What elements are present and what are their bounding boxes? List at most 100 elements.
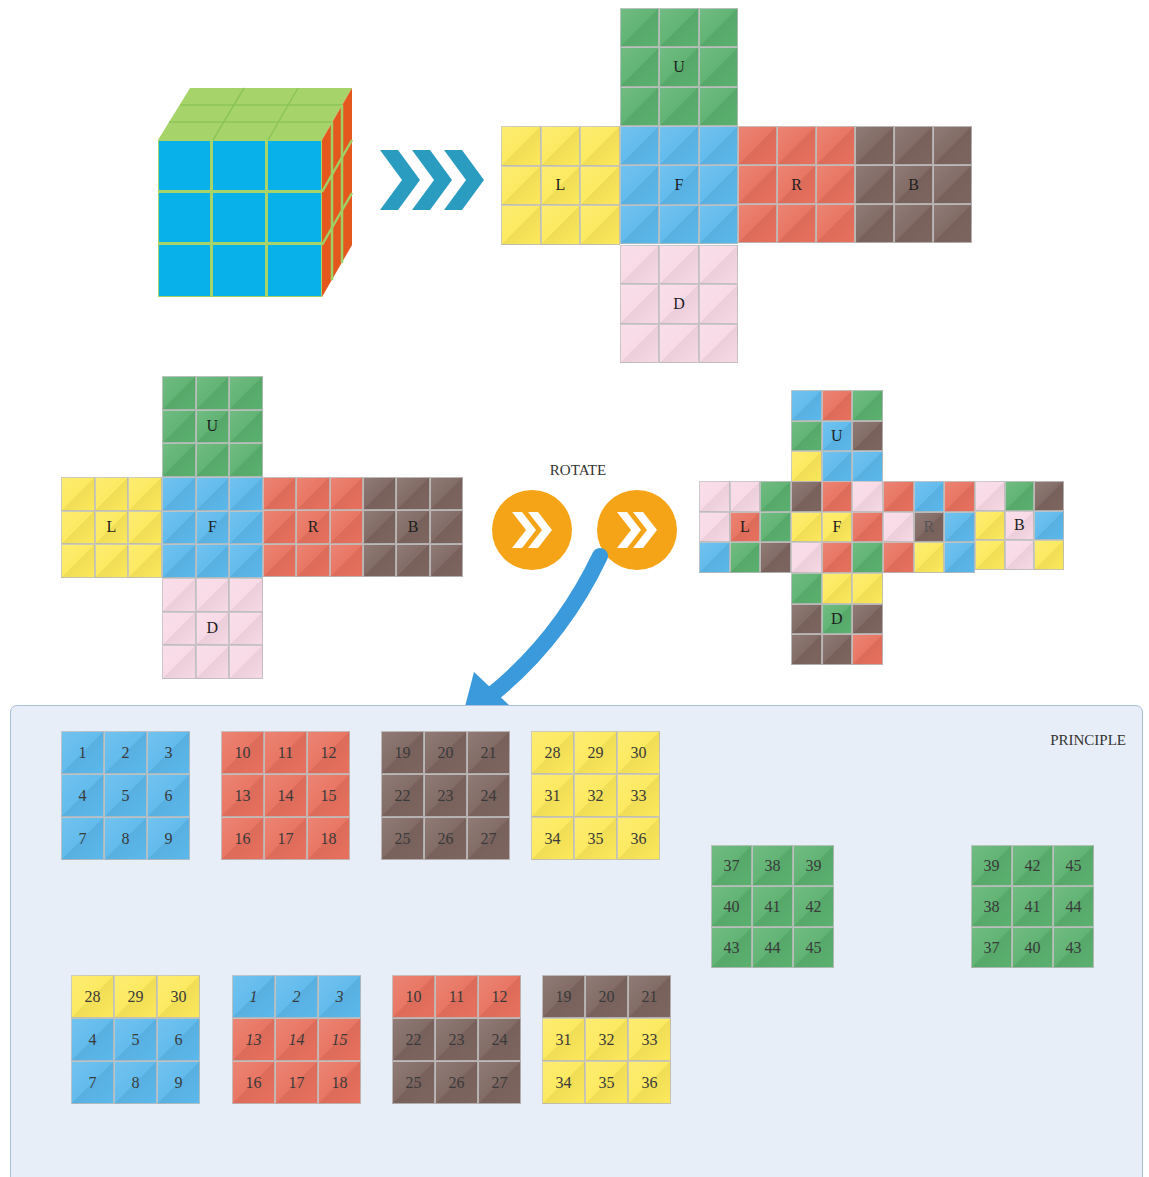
face-cell (61, 544, 95, 578)
cell-shade (914, 542, 945, 573)
face-cell: 36 (628, 1061, 671, 1104)
cell-shade (852, 512, 883, 543)
cell-shade (699, 8, 738, 47)
cell-shade (659, 205, 698, 244)
cell-shade (296, 544, 329, 577)
cell-number: 3 (318, 975, 361, 1018)
face-cell: 40 (1012, 927, 1053, 968)
face-cell: 42 (1012, 845, 1053, 886)
face-cell (1034, 481, 1064, 511)
face-cell (883, 512, 914, 543)
face-cell: 20 (424, 731, 467, 774)
face-cell (855, 165, 894, 204)
face-cell (330, 477, 363, 510)
cube-face: D (162, 578, 263, 679)
cell-shade (822, 451, 853, 482)
face-cell: 24 (467, 774, 510, 817)
face-cell (263, 510, 296, 543)
face-cell: 44 (752, 927, 793, 968)
cell-shade (396, 544, 429, 577)
face-cell (162, 376, 196, 410)
face-cell (791, 481, 822, 512)
cube-top-lines (169, 88, 342, 140)
face-cell (699, 87, 738, 126)
cell-shade (933, 126, 972, 165)
face-cell (659, 87, 698, 126)
face-cell (620, 8, 659, 47)
cell-number: 32 (574, 774, 617, 817)
cell-number: 30 (157, 975, 200, 1018)
face-cell: 43 (711, 927, 752, 968)
face-cell (229, 544, 263, 578)
cell-number: 22 (381, 774, 424, 817)
face-cell (944, 542, 975, 573)
cell-number: 19 (381, 731, 424, 774)
cell-shade (822, 390, 853, 421)
cell-number: 2 (275, 975, 318, 1018)
cell-shade (620, 245, 659, 284)
cell-shade (330, 544, 363, 577)
cell-number: 6 (147, 774, 190, 817)
face-letter: B (1005, 511, 1035, 541)
face-cell: 22 (381, 774, 424, 817)
cell-number: 4 (61, 774, 104, 817)
face-cell (95, 477, 129, 511)
cell-shade (95, 477, 129, 511)
rotate-chevron (512, 512, 552, 548)
face-cell (128, 544, 162, 578)
face-cell (229, 443, 263, 477)
cell-shade (162, 376, 196, 410)
cell-number: 38 (971, 886, 1012, 927)
face-cell (620, 245, 659, 284)
cell-shade (162, 410, 196, 444)
face-cell (699, 8, 738, 47)
cell-shade (620, 47, 659, 86)
cell-shade (760, 481, 791, 512)
cell-shade (699, 87, 738, 126)
face-cell (620, 47, 659, 86)
cell-shade (501, 126, 541, 166)
cell-shade (296, 477, 329, 510)
cell-shade (699, 47, 738, 86)
face-cell: 29 (114, 975, 157, 1018)
cell-shade (659, 324, 698, 363)
face-cell (541, 126, 581, 166)
cell-shade (196, 578, 230, 612)
face-letter: F (196, 511, 230, 545)
cell-shade (501, 166, 541, 206)
face-cell: 35 (585, 1061, 628, 1104)
cell-shade (852, 451, 883, 482)
face-cell (791, 451, 822, 482)
face-cell (777, 204, 816, 243)
cell-shade (944, 481, 975, 512)
face-cell: 34 (531, 817, 574, 860)
face-cell (699, 165, 738, 204)
cube-front-cells (159, 141, 321, 296)
cell-number: 5 (114, 1018, 157, 1061)
face-cell: 3 (147, 731, 190, 774)
cell-shade (659, 245, 698, 284)
cell-shade (620, 284, 659, 323)
cell-shade (580, 205, 620, 245)
cell-number: 29 (574, 731, 617, 774)
face-cell (620, 205, 659, 244)
face-cell (852, 451, 883, 482)
face-cell: 4 (61, 774, 104, 817)
face-cell (738, 165, 777, 204)
face-letter: D (822, 604, 853, 635)
face-cell (944, 512, 975, 543)
cell-number: 12 (478, 975, 521, 1018)
face-cell (196, 376, 230, 410)
cell-number: 38 (752, 845, 793, 886)
face-cell (196, 443, 230, 477)
cell-shade (730, 542, 761, 573)
face-letter: L (95, 511, 129, 545)
cell-number: 2 (104, 731, 147, 774)
face-cell (760, 542, 791, 573)
face-cell (1005, 540, 1035, 570)
cell-number: 26 (424, 817, 467, 860)
cell-number: 25 (381, 817, 424, 860)
face-cell (128, 477, 162, 511)
cell-number: 33 (628, 1018, 671, 1061)
cell-number: 40 (1012, 927, 1053, 968)
